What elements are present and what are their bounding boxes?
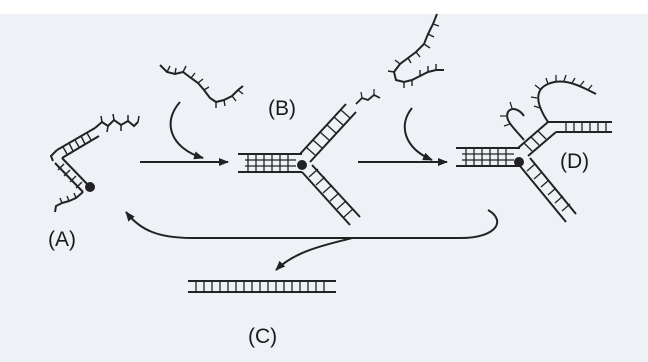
probe-strand-1 [159,64,244,108]
label-c: (C) [248,325,278,348]
recycle-arrow [125,209,499,239]
top-strip [0,0,648,14]
structure-c [188,280,336,293]
release-arrow [275,237,353,271]
probe-strand-2 [387,13,444,88]
curved-arrow-1 [169,101,204,160]
label-d: (D) [560,150,590,173]
label-b: (B) [268,97,296,120]
label-a: (A) [48,228,76,251]
structure-b [238,89,381,226]
structure-a [49,113,140,213]
structure-d [456,74,612,223]
curved-arrow-2 [403,107,433,161]
